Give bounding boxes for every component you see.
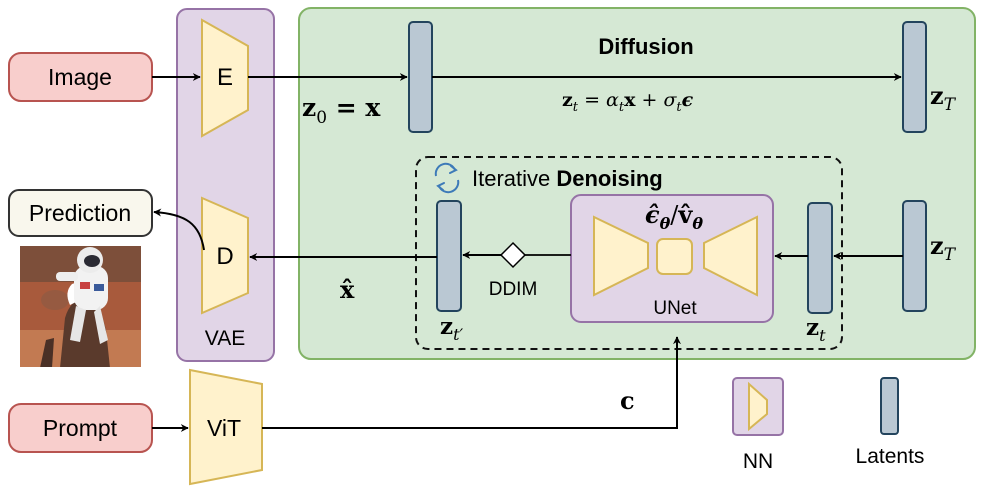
unet-output-label: ϵ̂θ/v̂θ — [645, 200, 703, 233]
output-slash: / — [670, 201, 679, 229]
legend-latents-label: Latents — [856, 445, 925, 468]
fwd-sigma-sub: t — [676, 100, 682, 115]
decoder-shape — [201, 196, 249, 315]
eps-hat-sub: θ — [660, 214, 671, 233]
loop-icon — [434, 162, 460, 194]
zt-prime-label: zt′ — [440, 313, 463, 344]
v-hat: v̂ — [677, 200, 693, 229]
fwd-z: z — [562, 89, 573, 111]
denoising-title-prefix: Iterative — [472, 166, 556, 191]
denoising-title-bold: Denoising — [556, 166, 662, 191]
diffusion-panel — [298, 7, 976, 360]
prediction-label: Prediction — [29, 200, 131, 226]
unet-bottleneck — [656, 238, 693, 275]
ddim-label: DDIM — [489, 279, 538, 300]
vae-label: VAE — [205, 327, 245, 350]
decoder-label: D — [216, 243, 233, 270]
forward-process-equation: zt = αtx + σtϵ — [562, 89, 694, 115]
denoising-loop-box — [415, 156, 843, 350]
ddim-sampler-node — [499, 241, 527, 269]
image-input-label: Image — [48, 64, 112, 90]
latent-z0 — [408, 21, 433, 133]
legend-nn-shape — [748, 381, 768, 432]
zT-top-label: zT — [930, 81, 957, 115]
zT-top-var: z — [930, 81, 944, 110]
v-hat-sub: θ — [692, 214, 703, 233]
arrows — [152, 73, 903, 432]
zT-bottom-label: zT — [930, 231, 957, 265]
zt-sub: t — [819, 326, 826, 345]
zT-bottom-sub: T — [944, 245, 957, 265]
fwd-eps: ϵ — [682, 89, 694, 111]
latent-zT-bottom — [902, 200, 927, 312]
z0-equation: z0 = x — [302, 93, 381, 128]
fwd-plus: + — [635, 89, 663, 111]
unet-label: UNet — [653, 298, 697, 319]
latent-zt — [807, 202, 833, 314]
latent-zt-prime — [436, 200, 462, 312]
latent-zT-top — [902, 21, 927, 133]
legend-latent-bar — [880, 377, 899, 435]
z0-var: z — [302, 93, 316, 122]
fwd-x: x — [624, 89, 636, 111]
vit-shape — [189, 368, 263, 486]
zt-prime-sub: t′ — [453, 325, 463, 344]
z0-subscript: 0 — [316, 108, 327, 128]
fwd-sigma: σ — [663, 89, 677, 111]
denoising-title: Iterative Denoising — [472, 166, 663, 191]
arrow-vit-to-unet-condition — [262, 336, 681, 429]
zT-bottom-var: z — [930, 231, 944, 260]
encoder-label: E — [217, 64, 233, 91]
unet-encoder-shape — [593, 215, 649, 297]
fwd-eq: = — [578, 89, 606, 111]
encoder-shape — [201, 18, 249, 138]
fwd-alpha: α — [606, 89, 619, 111]
zT-top-sub: T — [944, 95, 957, 115]
prompt-input-label: Prompt — [43, 415, 118, 441]
fwd-alpha-sub: t — [619, 100, 625, 115]
legend-nn-label: NN — [743, 450, 773, 473]
zt-prime-var: z — [440, 313, 453, 340]
condition-c-label: c — [620, 386, 635, 415]
fwd-z-sub: t — [573, 100, 579, 115]
x-hat-label: x̂ — [340, 275, 355, 304]
eps-hat: ϵ̂ — [645, 200, 660, 229]
vit-label: ViT — [207, 415, 241, 441]
z0-rest: = x — [327, 93, 381, 122]
prediction-photo — [20, 246, 141, 367]
arrow-decoder-to-prediction — [153, 208, 205, 251]
diffusion-title: Diffusion — [598, 34, 693, 59]
zt-label: zt — [806, 314, 826, 345]
prediction-box — [8, 189, 153, 237]
zt-var: z — [806, 314, 819, 341]
unet-decoder-shape — [703, 215, 758, 297]
